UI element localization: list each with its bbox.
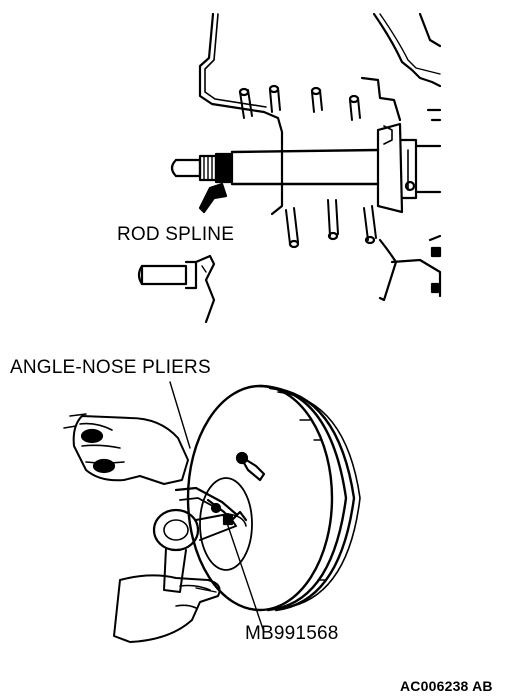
booster-removal-illustration [63,381,361,643]
figure-code-label: AC006238 AB [400,678,493,694]
rod-spline-label: ROD SPLINE [117,224,235,245]
pushrod-assembly-illustration [137,12,442,324]
angle-nose-pliers-label: ANGLE-NOSE PLIERS [10,357,211,378]
tool-number-label: MB991568 [245,623,339,644]
